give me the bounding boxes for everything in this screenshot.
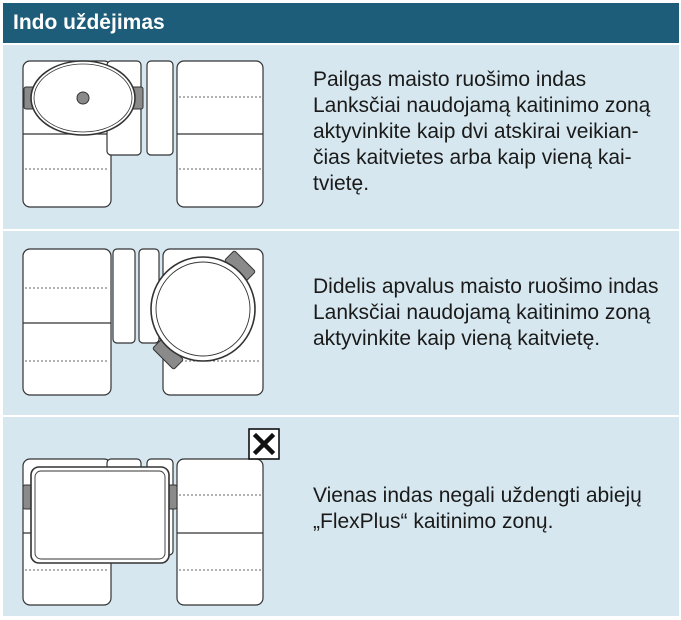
text-line: Didelis apvalus maisto ruošimo indas [313, 275, 659, 298]
not-allowed-cross-icon [248, 428, 280, 460]
oval-pan-hob-illustration [22, 60, 264, 208]
left-middle-zone [112, 248, 136, 344]
left-flex-zone [22, 248, 112, 396]
row-round-pan: Didelis apvalus maisto ruošimo indas Lan… [3, 231, 679, 415]
text-line: „FlexPlus“ kaitinimo zonų. [313, 510, 554, 533]
text-line: Pailgas maisto ruošimo indas [313, 68, 587, 91]
table-header: Indo uždėjimas [3, 3, 679, 43]
round-pan-hob-illustration [22, 248, 264, 396]
text-line: Lanksčiai naudojamą kaitinimo zoną [313, 94, 651, 117]
rectangular-roasting-pan [22, 466, 178, 564]
row-description: Pailgas maisto ruošimo indas Lanksčiai n… [313, 67, 673, 197]
text-line: Lanksčiai naudojamą kaitinimo zoną [313, 301, 651, 324]
text-line: aktyvinkite kaip vieną kaitvietę. [313, 327, 601, 350]
row-rectangular-pan: Vienas indas negali uždengti abiejų „Fle… [3, 417, 679, 616]
text-line: čias kaitvietes arba kaip vieną kai- [313, 146, 632, 169]
oval-roaster-pan [23, 60, 144, 136]
right-flex-zone [176, 458, 264, 606]
row-description: Didelis apvalus maisto ruošimo indas Lan… [313, 274, 673, 352]
large-round-pot [150, 250, 256, 370]
rectangular-pan-hob-illustration [22, 428, 280, 606]
row-description: Vienas indas negali uždengti abiejų „Fle… [313, 483, 673, 535]
text-line: tvietę. [313, 172, 370, 195]
text-line: aktyvinkite kaip dvi atskirai veikian- [313, 120, 639, 143]
right-middle-zone [146, 60, 174, 156]
row-oval-pan: Pailgas maisto ruošimo indas Lanksčiai n… [3, 45, 679, 229]
table-title: Indo uždėjimas [13, 11, 165, 34]
text-line: Vienas indas negali uždengti abiejų [313, 484, 642, 507]
pan-placement-table: Indo uždėjimas [3, 3, 679, 616]
